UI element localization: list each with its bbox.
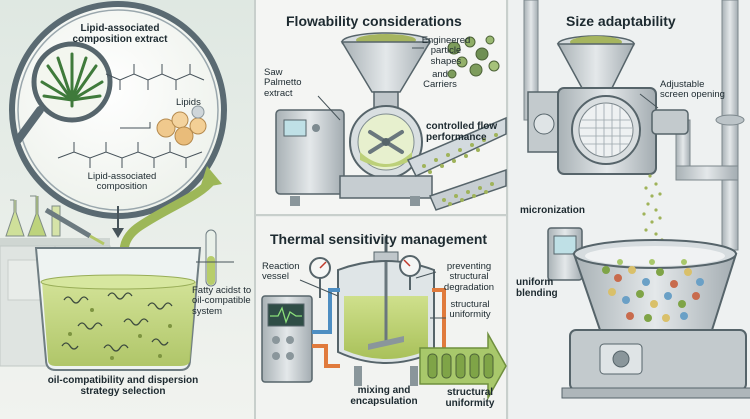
label-fatty-acids: Fatty acidst to oil-compatible system [192,285,252,317]
lab-flasks [5,195,61,237]
label-controlled-flow: controlled flow performance [426,121,498,143]
label-saw-palmetto: Saw Palmetto extract [264,67,302,99]
flow-mixer [349,105,423,179]
feed-hopper [340,32,432,109]
blend-beads [602,259,704,322]
label-reaction-vessel: Reaction vessel [262,261,300,283]
label-lipids: Lipids [176,97,201,108]
control-panel [261,295,313,383]
title-size: Size adaptability [566,13,676,29]
mixer-base [275,109,433,206]
dropper [44,207,105,246]
gauge-left [309,257,331,298]
palm-leaf-icon [40,52,104,108]
molecule-chain-bottom [57,142,203,168]
gauge-right [399,255,421,290]
label-lipid-associated-composition: Lipid-associated composition [87,171,157,193]
label-engineered-particle: Engineered particle shapes [421,35,471,67]
label-and-carriers: and Carriers [423,69,457,91]
capsule-arrow [419,331,507,401]
molecule-chain-top [105,64,205,90]
label-adjustable-screen: Adjustable screen opening [660,79,725,101]
lipid-spheres [120,105,207,146]
particle-cluster [447,35,500,79]
beaker [34,247,202,371]
blender [547,227,750,399]
label-magnifier-title: Lipid-associated composition extract [72,23,168,45]
milling-unit [527,87,689,175]
thermal-pointers [299,271,446,319]
oil-flow-arrow-head [200,166,222,188]
label-preventing-degradation: preventing structural degradation [443,261,495,293]
conveyor-chute [406,116,507,211]
label-uniform-blending: uniform blending [516,277,558,299]
flow-pointers [317,47,424,121]
test-tube [205,229,217,287]
caption-oil-compatibility: oil-compatibility and dispersion strateg… [47,375,199,397]
palm-leaf-lens [14,41,113,144]
label-structural-uniformity-top: structural uniformity [449,299,491,321]
label-micronization: micronization [520,205,586,216]
screen-pointer [639,93,659,109]
mill-hopper [556,35,636,89]
title-thermal: Thermal sensitivity management [270,231,488,247]
caption-mixing: mixing and encapsulation [350,385,418,407]
caption-structural-uniformity: structural uniformity [445,387,495,409]
title-flowability: Flowability considerations [286,13,462,29]
reaction-vessel [337,238,435,386]
